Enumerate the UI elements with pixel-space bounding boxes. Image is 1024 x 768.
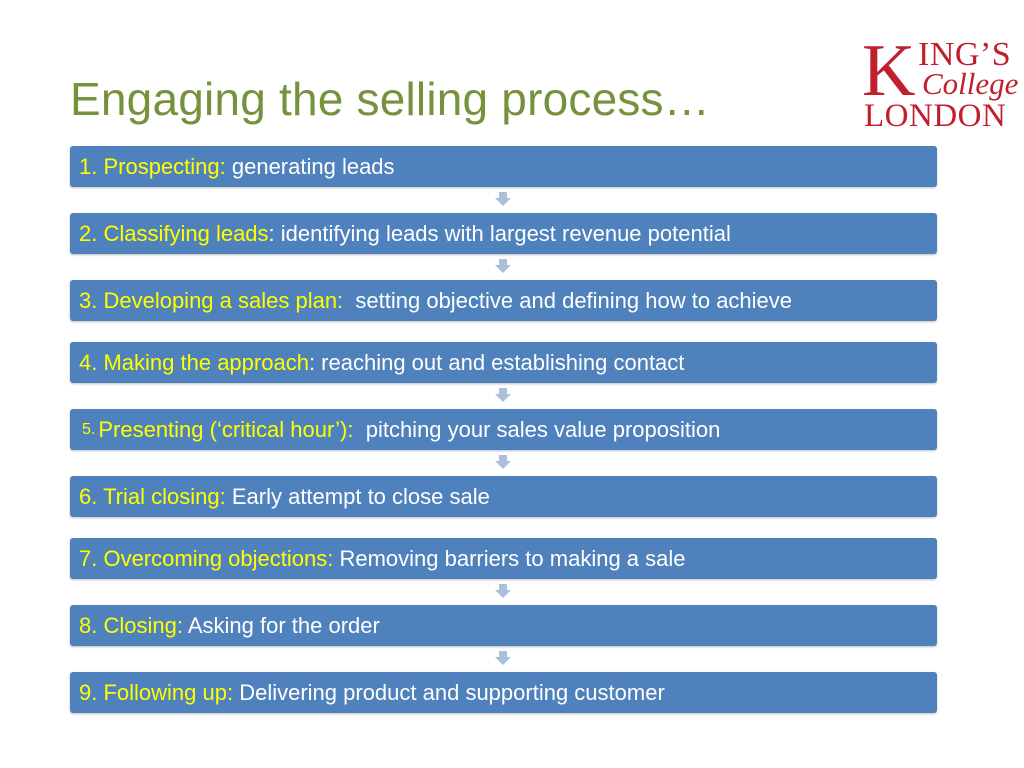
step-6-box: 6. Trial closing: Early attempt to close… — [70, 476, 937, 517]
step-description: Early attempt to close sale — [225, 483, 490, 509]
step-description: Removing barriers to making a sale — [333, 545, 686, 571]
step-label: Presenting (‘critical hour’): — [98, 416, 354, 442]
step-3-box: 3. Developing a sales plan: setting obje… — [70, 280, 937, 321]
down-arrow-icon — [495, 388, 511, 402]
step-label: 3. Developing a sales plan: — [79, 287, 344, 313]
logo-line3: LONDON — [864, 98, 1007, 134]
step-label: 2. Classifying leads — [79, 220, 269, 246]
step-5-box: 5.Presenting (‘critical hour’): pitching… — [70, 409, 937, 450]
slide-title: Engaging the selling process… — [70, 73, 710, 125]
step-description: : reaching out and establishing contact — [308, 349, 685, 375]
step-description: Delivering product and supporting custom… — [233, 679, 665, 705]
logo-line1: ING’S — [918, 36, 1012, 73]
step-description: Asking for the order — [182, 612, 380, 638]
step-description: : identifying leads with largest revenue… — [268, 220, 731, 246]
step-label: 1. Prospecting: — [79, 153, 226, 179]
down-arrow-icon — [495, 651, 511, 665]
step-description: generating leads — [225, 153, 395, 179]
step-description: pitching your sales value proposition — [353, 416, 721, 442]
step-description: setting objective and defining how to ac… — [343, 287, 793, 313]
step-label: 4. Making the approach — [79, 349, 309, 375]
step-8-box: 8. Closing: Asking for the order — [70, 605, 937, 646]
step-label: 6. Trial closing: — [79, 483, 226, 509]
step-number: 5. — [82, 420, 96, 438]
step-4-box: 4. Making the approach: reaching out and… — [70, 342, 937, 383]
step-1-box: 1. Prospecting: generating leads — [70, 146, 937, 187]
down-arrow-icon — [495, 192, 511, 206]
step-2-box: 2. Classifying leads: identifying leads … — [70, 213, 937, 254]
step-label: 9. Following up: — [79, 679, 234, 705]
step-9-box: 9. Following up: Delivering product and … — [70, 672, 937, 713]
down-arrow-icon — [495, 584, 511, 598]
logo-initial: K — [862, 30, 916, 112]
step-7-box: 7. Overcoming objections: Removing barri… — [70, 538, 937, 579]
kings-college-london-logo: K ING’S College LONDON — [860, 30, 1020, 134]
down-arrow-icon — [495, 259, 511, 273]
step-label: 8. Closing: — [79, 612, 183, 638]
down-arrow-icon — [495, 455, 511, 469]
step-label: 7. Overcoming objections: — [79, 545, 334, 571]
logo-line2: College — [922, 66, 1019, 101]
